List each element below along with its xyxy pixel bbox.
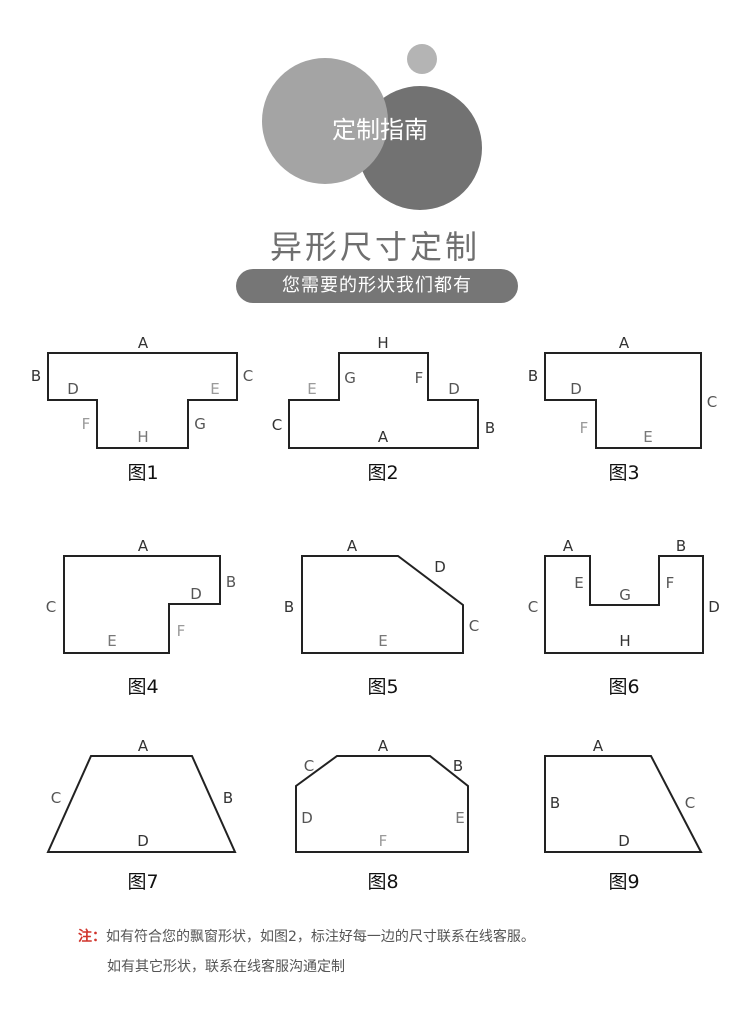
edge-label: G — [194, 415, 206, 433]
edge-label: E — [107, 632, 116, 650]
edge-label: C — [46, 598, 56, 616]
edge-label: H — [137, 428, 148, 446]
edge-label: D — [708, 598, 720, 616]
figure-caption: 图1 — [127, 462, 158, 484]
edge-label: C — [51, 789, 61, 807]
guide-badge-text: 定制指南 — [332, 116, 428, 144]
edge-label: D — [190, 585, 202, 603]
page-title: 异形尺寸定制 — [269, 228, 480, 266]
figure-5-shape — [301, 555, 464, 654]
edge-label: B — [226, 573, 236, 591]
edge-label: B — [485, 419, 495, 437]
edge-label: A — [138, 537, 149, 555]
figure-caption: 图8 — [367, 871, 398, 893]
edge-label: E — [307, 380, 316, 398]
edge-label: F — [580, 419, 589, 437]
figure-9-shape — [544, 755, 703, 853]
figure-1-shape — [47, 352, 238, 449]
edge-label: A — [347, 537, 358, 555]
small-circle — [407, 44, 437, 74]
figure-caption: 图6 — [608, 676, 639, 698]
edge-label: E — [455, 809, 464, 827]
figure-caption: 图9 — [608, 871, 639, 893]
note-text-1: 如有符合您的飘窗形状，如图2，标注好每一边的尺寸联系在线客服。 — [106, 929, 535, 945]
edge-label: A — [593, 737, 604, 755]
figure-4-shape — [63, 555, 221, 654]
edge-label: B — [550, 794, 560, 812]
note-line-1: 注：如有符合您的飘窗形状，如图2，标注好每一边的尺寸联系在线客服。 — [78, 926, 535, 946]
note-text-2: 如有其它形状，联系在线客服沟通定制 — [107, 959, 345, 975]
figure-7-shape — [46, 755, 237, 853]
edge-label: F — [415, 369, 424, 387]
figure-caption: 图7 — [127, 871, 158, 893]
edge-label: A — [378, 737, 389, 755]
edge-label: G — [619, 586, 631, 604]
edge-label: C — [304, 757, 314, 775]
edge-labels: A B C D E F G H H G F E D C B A A B C D … — [31, 334, 720, 850]
figure-caption: 图5 — [367, 676, 398, 698]
edge-label: D — [67, 380, 79, 398]
edge-label: A — [138, 334, 149, 352]
edge-label: D — [301, 809, 313, 827]
edge-label: F — [177, 622, 186, 640]
edge-label: A — [378, 428, 389, 446]
edge-label: C — [707, 393, 717, 411]
edge-label: F — [379, 832, 388, 850]
edge-label: B — [284, 598, 294, 616]
edge-label: E — [643, 428, 652, 446]
edge-label: B — [31, 367, 41, 385]
edge-label: E — [378, 632, 387, 650]
dark-circle — [358, 86, 482, 210]
figure-8-shape — [295, 755, 469, 853]
edge-label: E — [574, 574, 583, 592]
edge-label: B — [453, 757, 463, 775]
edge-label: C — [685, 794, 695, 812]
edge-label: B — [676, 537, 686, 555]
edge-label: D — [448, 380, 460, 398]
edge-label: B — [528, 367, 538, 385]
edge-label: C — [272, 416, 282, 434]
edge-label: A — [138, 737, 149, 755]
note-line-2: 如有其它形状，联系在线客服沟通定制 — [107, 956, 345, 976]
edge-label: C — [243, 367, 253, 385]
large-circle — [262, 58, 388, 184]
edge-label: H — [619, 632, 630, 650]
edge-label: D — [137, 832, 149, 850]
edge-label: E — [210, 380, 219, 398]
figure-caption: 图4 — [127, 676, 158, 698]
edge-label: D — [618, 832, 630, 850]
figure-captions: 图1 图2 图3 图4 图5 图6 图7 图8 图9 — [127, 462, 639, 893]
figure-3-shape — [544, 352, 702, 449]
figure-caption: 图3 — [608, 462, 639, 484]
figure-6-shape — [544, 555, 704, 654]
figure-2-shape — [288, 352, 479, 449]
edge-label: H — [377, 334, 388, 352]
edge-label: F — [82, 415, 91, 433]
edge-label: A — [563, 537, 574, 555]
subtitle-pill: 您需要的形状我们都有 — [236, 269, 518, 303]
shape-outlines — [46, 352, 704, 853]
edge-label: D — [434, 558, 446, 576]
edge-label: D — [570, 380, 582, 398]
edge-label: C — [469, 617, 479, 635]
edge-label: C — [528, 598, 538, 616]
edge-label: G — [344, 369, 356, 387]
note-prefix: 注： — [78, 929, 106, 945]
edge-label: A — [619, 334, 630, 352]
figure-caption: 图2 — [367, 462, 398, 484]
edge-label: F — [666, 574, 675, 592]
edge-label: B — [223, 789, 233, 807]
